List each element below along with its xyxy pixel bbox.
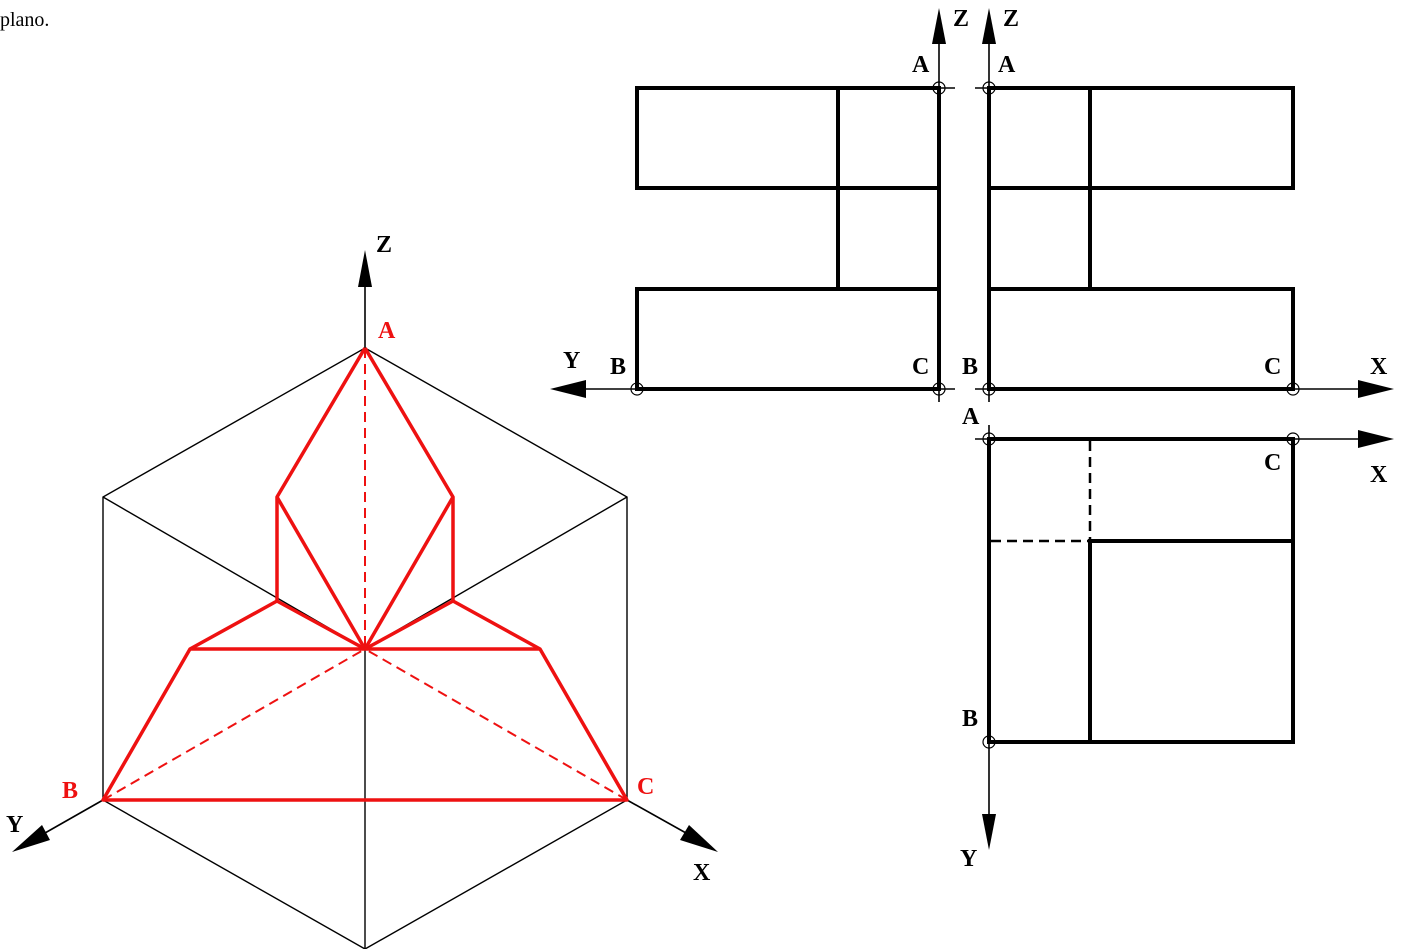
side-point-a-label: A bbox=[912, 52, 930, 78]
top-y-arrow bbox=[982, 814, 996, 850]
top-x-label: X bbox=[1370, 462, 1388, 488]
iso-point-c-label: C bbox=[637, 774, 654, 800]
front-x-arrow bbox=[1358, 380, 1394, 398]
iso-y-arrow bbox=[12, 825, 50, 852]
intro-text: plano. bbox=[0, 9, 49, 31]
front-point-c-label: C bbox=[1264, 354, 1281, 380]
top-point-b-label: B bbox=[962, 706, 978, 732]
front-point-b-label: B bbox=[962, 354, 978, 380]
iso-z-arrow bbox=[358, 250, 372, 287]
iso-x-axis bbox=[626, 799, 687, 834]
iso-point-a-label: A bbox=[378, 318, 396, 344]
front-view: Z A B C X bbox=[962, 6, 1394, 402]
side-outline bbox=[635, 86, 941, 391]
top-x-arrow bbox=[1358, 430, 1394, 448]
front-outline bbox=[987, 86, 1295, 190]
top-point-c-label: C bbox=[1264, 450, 1281, 476]
top-view: A C X B Y bbox=[960, 404, 1394, 872]
side-y-label: Y bbox=[563, 348, 580, 374]
front-x-label: X bbox=[1370, 354, 1388, 380]
iso-x-arrow bbox=[680, 825, 718, 852]
iso-section-figure bbox=[101, 347, 629, 802]
front-point-a-label: A bbox=[998, 52, 1016, 78]
top-y-label: Y bbox=[960, 846, 977, 872]
front-z-arrow bbox=[982, 8, 996, 44]
front-z-label: Z bbox=[1003, 6, 1019, 32]
iso-x-label: X bbox=[693, 860, 711, 886]
isometric-view: Z Y X A B C bbox=[6, 232, 718, 949]
side-z-label: Z bbox=[953, 6, 969, 32]
side-point-b-label: B bbox=[610, 354, 626, 380]
iso-y-label: Y bbox=[6, 812, 23, 838]
iso-point-b-label: B bbox=[62, 778, 78, 804]
side-y-arrow bbox=[550, 380, 586, 398]
top-point-a-label: A bbox=[962, 404, 980, 430]
side-view: Z A Y B C bbox=[550, 6, 969, 402]
top-outline bbox=[987, 437, 1295, 744]
side-z-arrow bbox=[932, 8, 946, 44]
iso-z-label: Z bbox=[376, 232, 392, 258]
side-point-c-label: C bbox=[912, 354, 929, 380]
iso-y-axis bbox=[44, 799, 104, 834]
